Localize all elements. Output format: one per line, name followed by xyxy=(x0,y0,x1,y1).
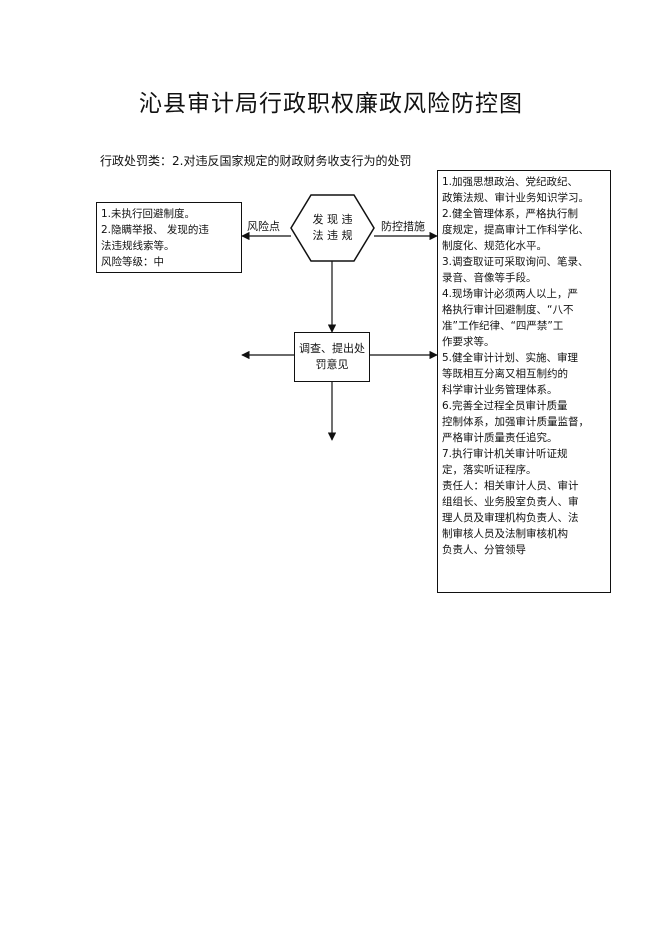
step-discover-line-2: 法 违 规 xyxy=(312,229,353,242)
control-main-line-1: 1.加强思想政治、党纪政纪、 xyxy=(442,176,579,188)
step-investigate: 调查、提出处 罚意见 xyxy=(294,332,370,382)
label-risk-discover: 风险点 xyxy=(247,220,280,233)
control-box-main: 1.加强思想政治、党纪政纪、 政策法规、审计业务知识学习。 2.健全管理体系，严… xyxy=(437,170,611,593)
label-control-discover: 防控措施 xyxy=(381,220,425,233)
control-main-line-9: 格执行审计回避制度、“八不 xyxy=(442,304,574,316)
control-main-line-7: 录音、音像等手段。 xyxy=(442,272,537,284)
control-main-line-14: 科学审计业务管理体系。 xyxy=(442,384,558,396)
control-main-line-8: 4.现场审计必须两人以上，严 xyxy=(442,288,579,300)
control-main-line-22: 理人员及审理机构负责人、法 xyxy=(442,512,579,524)
control-main-line-11: 作要求等。 xyxy=(442,336,495,348)
control-main-line-15: 6.完善全过程全员审计质量 xyxy=(442,400,568,412)
discover-hexagon xyxy=(290,194,375,262)
step-investigate-line-2: 罚意见 xyxy=(315,358,349,371)
control-main-line-21: 组组长、业务股室负责人、审 xyxy=(442,496,579,508)
page-title: 沁县审计局行政职权廉政风险防控图 xyxy=(139,91,523,117)
risk-box-discover: 1.未执行回避制度。 2.隐瞒举报、 发现的违 法违规线索等。 风险等级：中 xyxy=(96,202,242,273)
control-main-line-23: 制审核人员及法制审核机构 xyxy=(442,528,568,540)
control-main-line-13: 等既相互分离又相互制约的 xyxy=(442,368,568,380)
page-subtitle: 行政处罚类：2.对违反国家规定的财政财务收支行为的处罚 xyxy=(100,154,412,168)
control-main-line-4: 度规定，提高审计工作科学化、 xyxy=(442,224,589,236)
risk-discover-line-1: 1.未执行回避制度。 xyxy=(101,208,196,220)
control-main-line-6: 3.调查取证可采取询问、笔录、 xyxy=(442,256,589,268)
control-main-line-18: 7.执行审计机关审计听证规 xyxy=(442,448,568,460)
control-main-line-17: 严格审计质量责任追究。 xyxy=(442,432,558,444)
control-main-line-24: 负责人、分管领导 xyxy=(442,544,526,556)
risk-discover-line-4: 风险等级：中 xyxy=(101,256,164,268)
control-main-line-3: 2.健全管理体系，严格执行制 xyxy=(442,208,579,220)
control-main-line-10: 准”工作纪律、“四严禁”工 xyxy=(442,320,564,332)
risk-discover-line-3: 法违规线索等。 xyxy=(101,240,175,252)
control-main-line-5: 制度化、规范化水平。 xyxy=(442,240,547,252)
control-main-line-2: 政策法规、审计业务知识学习。 xyxy=(442,192,589,204)
control-main-line-16: 控制体系，加强审计质量监督， xyxy=(442,416,589,428)
control-main-line-12: 5.健全审计计划、实施、审理 xyxy=(442,352,579,364)
risk-discover-line-2: 2.隐瞒举报、 发现的违 xyxy=(101,224,209,236)
control-main-line-19: 定，落实听证程序。 xyxy=(442,464,537,476)
control-main-line-20: 责任人：相关审计人员、审计 xyxy=(442,480,579,492)
step-investigate-line-1: 调查、提出处 xyxy=(299,342,365,355)
step-discover-line-1: 发 现 违 xyxy=(312,213,353,226)
step-discover: 发 现 违 法 违 规 xyxy=(301,205,364,251)
